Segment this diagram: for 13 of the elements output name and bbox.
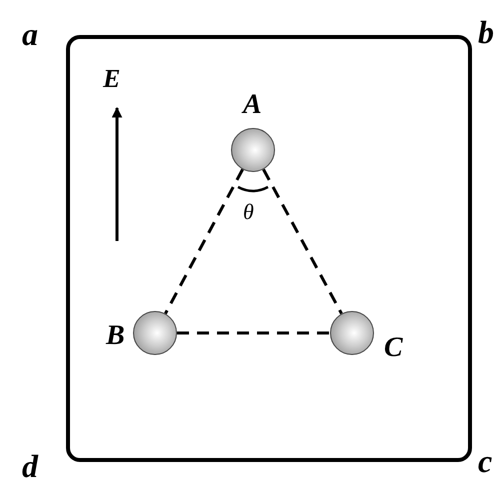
corner-label: b bbox=[478, 16, 494, 48]
connecting-line bbox=[177, 332, 330, 334]
corner-label: a bbox=[22, 18, 38, 50]
connecting-line bbox=[164, 168, 244, 314]
connecting-line bbox=[262, 168, 343, 314]
angle-label: θ bbox=[243, 201, 254, 223]
point-label: B bbox=[106, 322, 125, 350]
corner-label: d bbox=[22, 450, 38, 482]
corner-label: c bbox=[478, 445, 492, 477]
field-label: E bbox=[103, 66, 120, 92]
point-label: A bbox=[243, 91, 262, 119]
boundary-frame bbox=[66, 35, 472, 462]
point-label: C bbox=[384, 334, 403, 362]
